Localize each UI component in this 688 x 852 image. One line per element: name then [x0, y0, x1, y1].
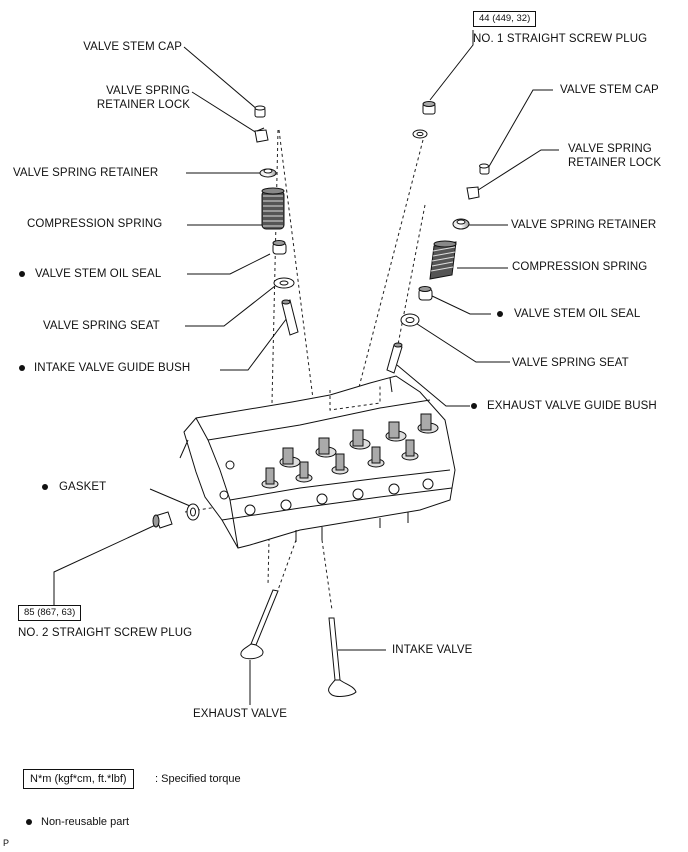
legend-nonreusable-dot — [26, 819, 32, 825]
legend-torque-desc: : Specified torque — [155, 773, 241, 785]
label-left-valve-stem-cap: VALVE STEM CAP — [83, 41, 182, 53]
exhaust-guide-bush-part — [386, 342, 403, 374]
label-right-spring-seat: VALVE SPRING SEAT — [512, 357, 629, 369]
nonreusable-dot-left-oil-seal — [19, 271, 25, 277]
nonreusable-dot-right-oil-seal — [497, 311, 503, 317]
label-right-retainer-lock-line1: VALVE SPRING — [568, 143, 652, 155]
legend-torque-units: N*m (kgf*cm, ft.*lbf) — [23, 769, 134, 789]
label-intake-guide-bush: INTAKE VALVE GUIDE BUSH — [34, 362, 191, 374]
nonreusable-dot-gasket — [42, 484, 48, 490]
no1-plug-gasket-part — [412, 129, 428, 139]
label-right-retainer-lock-line2: RETAINER LOCK — [568, 157, 662, 169]
left-spring-seat-part — [273, 277, 295, 289]
left-oil-seal-part — [272, 240, 287, 255]
torque-no1-plug: 44 (449, 32) — [473, 11, 537, 27]
left-compression-spring-part — [261, 187, 285, 230]
label-right-oil-seal: VALVE STEM OIL SEAL — [514, 308, 641, 320]
left-spring-retainer-part — [259, 168, 277, 178]
label-exhaust-guide-bush: EXHAUST VALVE GUIDE BUSH — [487, 400, 657, 412]
label-right-compression-spring: COMPRESSION SPRING — [512, 261, 648, 273]
torque-no2-plug: 85 (867, 63) — [18, 605, 82, 621]
label-right-valve-stem-cap: VALVE STEM CAP — [560, 84, 659, 96]
label-left-oil-seal: VALVE STEM OIL SEAL — [35, 268, 162, 280]
left-valve-stem-cap-part — [254, 105, 266, 118]
no2-plug-part — [152, 511, 173, 529]
head-reference-box — [329, 384, 381, 411]
label-left-compression-spring: COMPRESSION SPRING — [27, 218, 163, 230]
intake-valve-part — [328, 617, 357, 697]
cylinder-head — [179, 375, 456, 549]
figure-code: P — [3, 838, 10, 848]
gasket-part — [186, 503, 200, 521]
right-spring-retainer-part — [452, 218, 470, 230]
label-right-retainer-lock: VALVE SPRING RETAINER LOCK — [568, 142, 661, 170]
label-intake-valve: INTAKE VALVE — [392, 644, 473, 656]
label-left-retainer-lock: VALVE SPRING RETAINER LOCK — [40, 84, 190, 112]
right-valve-stem-cap-part — [479, 163, 490, 175]
label-left-spring-seat: VALVE SPRING SEAT — [43, 320, 160, 332]
label-exhaust-valve: EXHAUST VALVE — [193, 708, 287, 720]
nonreusable-dot-intake-guide-bush — [19, 365, 25, 371]
label-gasket: GASKET — [59, 481, 107, 493]
right-compression-spring-part — [429, 240, 457, 280]
label-right-spring-retainer: VALVE SPRING RETAINER — [511, 219, 657, 231]
no1-plug-part — [422, 101, 436, 115]
intake-guide-bush-part — [281, 299, 299, 336]
exhaust-valve-part — [240, 589, 279, 660]
legend-nonreusable: Non-reusable part — [41, 816, 130, 828]
label-left-retainer-lock-line1: VALVE SPRING — [106, 85, 190, 97]
left-retainer-lock-part — [254, 127, 269, 143]
label-no2-plug: NO. 2 STRAIGHT SCREW PLUG — [18, 627, 193, 639]
right-retainer-lock-part — [466, 186, 480, 200]
leader-lines — [53, 30, 559, 705]
right-spring-seat-part — [400, 313, 420, 327]
right-oil-seal-part — [418, 286, 433, 301]
label-no1-plug: NO. 1 STRAIGHT SCREW PLUG — [473, 33, 648, 45]
nonreusable-dot-exhaust-guide-bush — [471, 403, 477, 409]
label-left-spring-retainer: VALVE SPRING RETAINER — [13, 167, 159, 179]
label-left-retainer-lock-line2: RETAINER LOCK — [96, 99, 190, 111]
